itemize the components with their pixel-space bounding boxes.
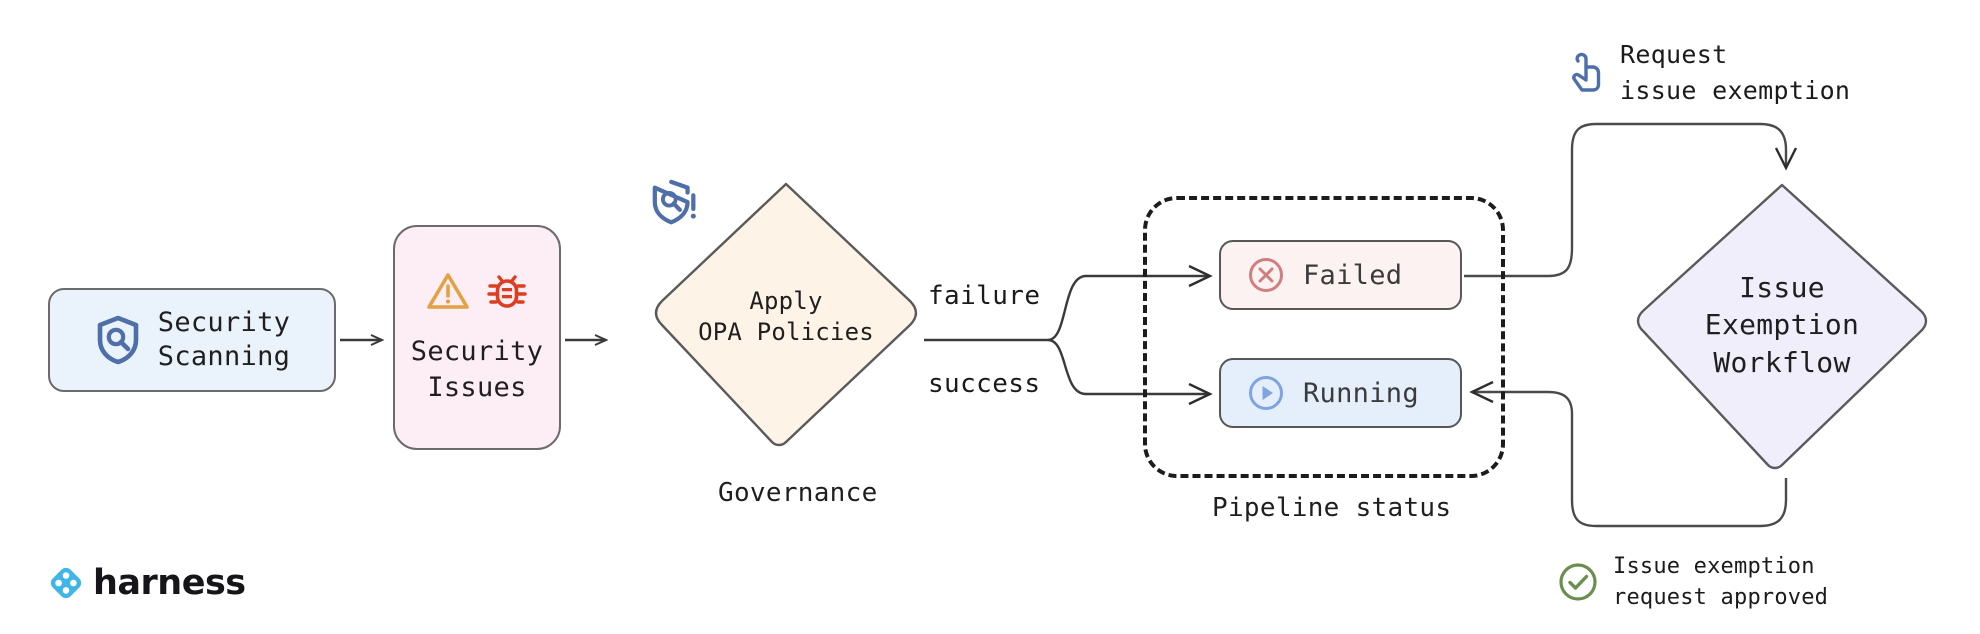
status-label: Running — [1303, 377, 1419, 409]
issue-icon-row — [426, 270, 528, 312]
caption-pipeline-status: Pipeline status — [1212, 493, 1452, 523]
bug-icon — [486, 270, 528, 312]
status-label: Failed — [1303, 259, 1403, 291]
brand-wordmark: harness — [93, 562, 246, 603]
annotation-text: Request issue exemption — [1620, 37, 1850, 108]
edge-label-failure: failure — [925, 281, 1044, 311]
x-circle-icon — [1247, 256, 1285, 294]
tap-hand-icon — [1566, 51, 1606, 95]
play-circle-icon — [1247, 374, 1285, 412]
status-pill-failed[interactable]: Failed — [1219, 240, 1462, 310]
annotation-text: Issue exemption request approved — [1613, 551, 1828, 613]
caption-governance: Governance — [718, 478, 878, 508]
status-pill-running[interactable]: Running — [1219, 358, 1462, 428]
check-circle-icon — [1557, 561, 1599, 603]
shield-search-icon — [94, 315, 142, 365]
annotation-line-1: Issue exemption — [1613, 554, 1815, 579]
brand-harness: harness — [48, 565, 246, 601]
annotation-line-2: issue exemption — [1620, 75, 1851, 105]
harness-logo-icon — [48, 565, 84, 601]
annotation-line-1: Request — [1620, 40, 1728, 69]
annotation-line-2: request approved — [1613, 585, 1829, 611]
annotation-request-exemption: Request issue exemption — [1566, 37, 1850, 108]
warning-triangle-icon — [426, 271, 470, 311]
edge-label-success: success — [925, 369, 1044, 399]
annotation-request-approved: Issue exemption request approved — [1557, 551, 1828, 613]
group-pipeline-status — [1143, 196, 1505, 478]
